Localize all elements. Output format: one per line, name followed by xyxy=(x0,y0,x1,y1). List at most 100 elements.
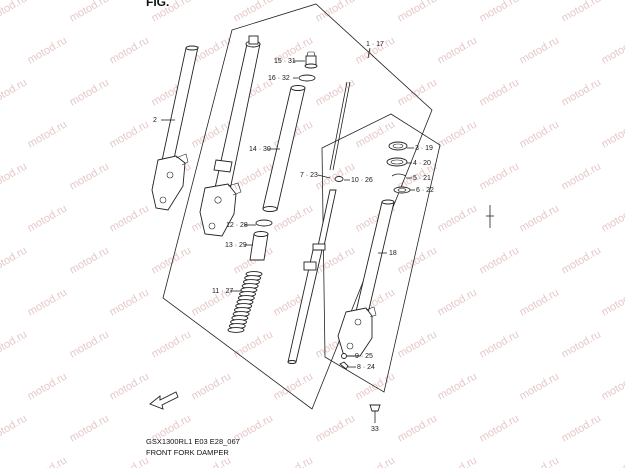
watermark-text: motod.ru xyxy=(150,328,194,360)
leader-1 xyxy=(367,47,371,59)
watermark-text: motod.ru xyxy=(108,286,152,318)
clip-part-5 xyxy=(391,173,407,177)
watermark-text: motod.ru xyxy=(0,412,29,444)
callout-11-27: 11 · 27 xyxy=(212,288,233,295)
watermark-text: motod.ru xyxy=(396,0,440,25)
watermark-text: motod.ru xyxy=(560,0,604,25)
watermark-text: motod.ru xyxy=(600,286,625,318)
watermark-text: motod.ru xyxy=(232,328,276,360)
collar-part-13 xyxy=(249,231,269,261)
watermark-text: motod.ru xyxy=(108,202,152,234)
watermark-text: motod.ru xyxy=(436,370,480,402)
callout-5-21: 5 · 21 xyxy=(413,175,431,182)
watermark-text: motod.ru xyxy=(600,202,625,234)
watermark-text: motod.ru xyxy=(518,34,562,66)
watermark-text: motod.ru xyxy=(108,34,152,66)
watermark-text: motod.ru xyxy=(68,412,112,444)
callout-1-17: 1 · 17 xyxy=(366,41,384,48)
callout-6-22: 6 · 22 xyxy=(416,187,434,194)
watermark-text: motod.ru xyxy=(26,202,70,234)
spacer-tube-part-14 xyxy=(262,85,306,212)
watermark-text: motod.ru xyxy=(0,0,29,25)
watermark-text: motod.ru xyxy=(396,76,440,108)
callout-16-32: 16 · 32 xyxy=(268,75,290,82)
callout-4-20: 4 · 20 xyxy=(413,160,431,167)
leader-7 xyxy=(317,174,331,179)
watermark-text: motod.ru xyxy=(396,244,440,276)
watermark-text: motod.ru xyxy=(272,370,316,402)
watermark-text: motod.ru xyxy=(396,412,440,444)
callout-33: 33 xyxy=(371,426,379,433)
dust-seal-part-4 xyxy=(386,157,408,167)
watermark-text: motod.ru xyxy=(478,412,522,444)
figure-label: FIG. xyxy=(146,0,169,9)
outer-tube-part-18 xyxy=(337,199,395,357)
watermark-text: motod.ru xyxy=(108,454,152,468)
watermark-text: motod.ru xyxy=(0,244,29,276)
watermark-text: motod.ru xyxy=(150,244,194,276)
nut-part-10 xyxy=(334,176,344,182)
watermark-text: motod.ru xyxy=(26,286,70,318)
watermark-text: motod.ru xyxy=(478,328,522,360)
caption-title: FRONT FORK DAMPER xyxy=(146,448,229,457)
callout-12-28: 12 · 28 xyxy=(226,222,248,229)
watermark-text: motod.ru xyxy=(354,454,398,468)
callout-18: 18 xyxy=(389,250,397,257)
watermark-text: motod.ru xyxy=(436,202,480,234)
callout-8-24: 8 · 24 xyxy=(357,364,375,371)
bolt-part-33 xyxy=(369,404,381,420)
watermark-text: motod.ru xyxy=(436,286,480,318)
watermark-text: motod.ru xyxy=(232,0,276,25)
watermark-text: motod.ru xyxy=(478,0,522,25)
spring-coil xyxy=(227,327,245,333)
front-direction-arrow-icon xyxy=(149,391,179,410)
seal-part-3 xyxy=(388,141,408,151)
watermark-text: motod.ru xyxy=(478,244,522,276)
bushing-part-6 xyxy=(393,186,411,194)
callout-13-29: 13 · 29 xyxy=(225,242,247,249)
watermark-text: motod.ru xyxy=(518,202,562,234)
callout-14-30: 14 · 30 xyxy=(249,146,271,153)
inner-tube-part-1 xyxy=(199,35,261,237)
watermark-text: motod.ru xyxy=(396,328,440,360)
watermark-text: motod.ru xyxy=(314,0,358,25)
callout-7-23: 7 · 23 xyxy=(300,172,318,179)
watermark-text: motod.ru xyxy=(68,0,112,25)
watermark-text: motod.ru xyxy=(68,76,112,108)
watermark-text: motod.ru xyxy=(272,454,316,468)
watermark-text: motod.ru xyxy=(560,244,604,276)
o-ring-part-16 xyxy=(298,74,316,82)
fork-spring-part-11 xyxy=(227,271,263,333)
watermark-text: motod.ru xyxy=(436,34,480,66)
watermark-text: motod.ru xyxy=(478,160,522,192)
watermark-text: motod.ru xyxy=(314,76,358,108)
watermark-text: motod.ru xyxy=(560,76,604,108)
watermark-text: motod.ru xyxy=(0,328,29,360)
watermark-text: motod.ru xyxy=(518,286,562,318)
watermark-text: motod.ru xyxy=(518,454,562,468)
watermark-text: motod.ru xyxy=(0,160,29,192)
callout-2: 2 xyxy=(153,117,157,124)
watermark-text: motod.ru xyxy=(68,244,112,276)
watermark-text: motod.ru xyxy=(560,160,604,192)
watermark-text: motod.ru xyxy=(560,328,604,360)
watermark-text: motod.ru xyxy=(560,412,604,444)
watermark-text: motod.ru xyxy=(108,118,152,150)
cap-bolt-part-15 xyxy=(304,51,318,69)
watermark-text: motod.ru xyxy=(600,454,625,468)
callout-15-31: 15 · 31 xyxy=(274,58,296,65)
watermark-text: motod.ru xyxy=(518,118,562,150)
watermark-text: motod.ru xyxy=(26,118,70,150)
watermark-text: motod.ru xyxy=(600,118,625,150)
bolt-part-9 xyxy=(341,353,347,359)
caption-model-code: GSX1300RL1 E03 E28_067 xyxy=(146,437,240,446)
watermark-text: motod.ru xyxy=(26,34,70,66)
watermark-text: motod.ru xyxy=(68,328,112,360)
watermark-text: motod.ru xyxy=(26,370,70,402)
outer-tube-part-2 xyxy=(151,45,199,211)
callout-3-19: 3 · 19 xyxy=(415,145,433,152)
watermark-text: motod.ru xyxy=(518,370,562,402)
callout-9-25: 9 · 25 xyxy=(355,353,373,360)
watermark-text: motod.ru xyxy=(68,160,112,192)
